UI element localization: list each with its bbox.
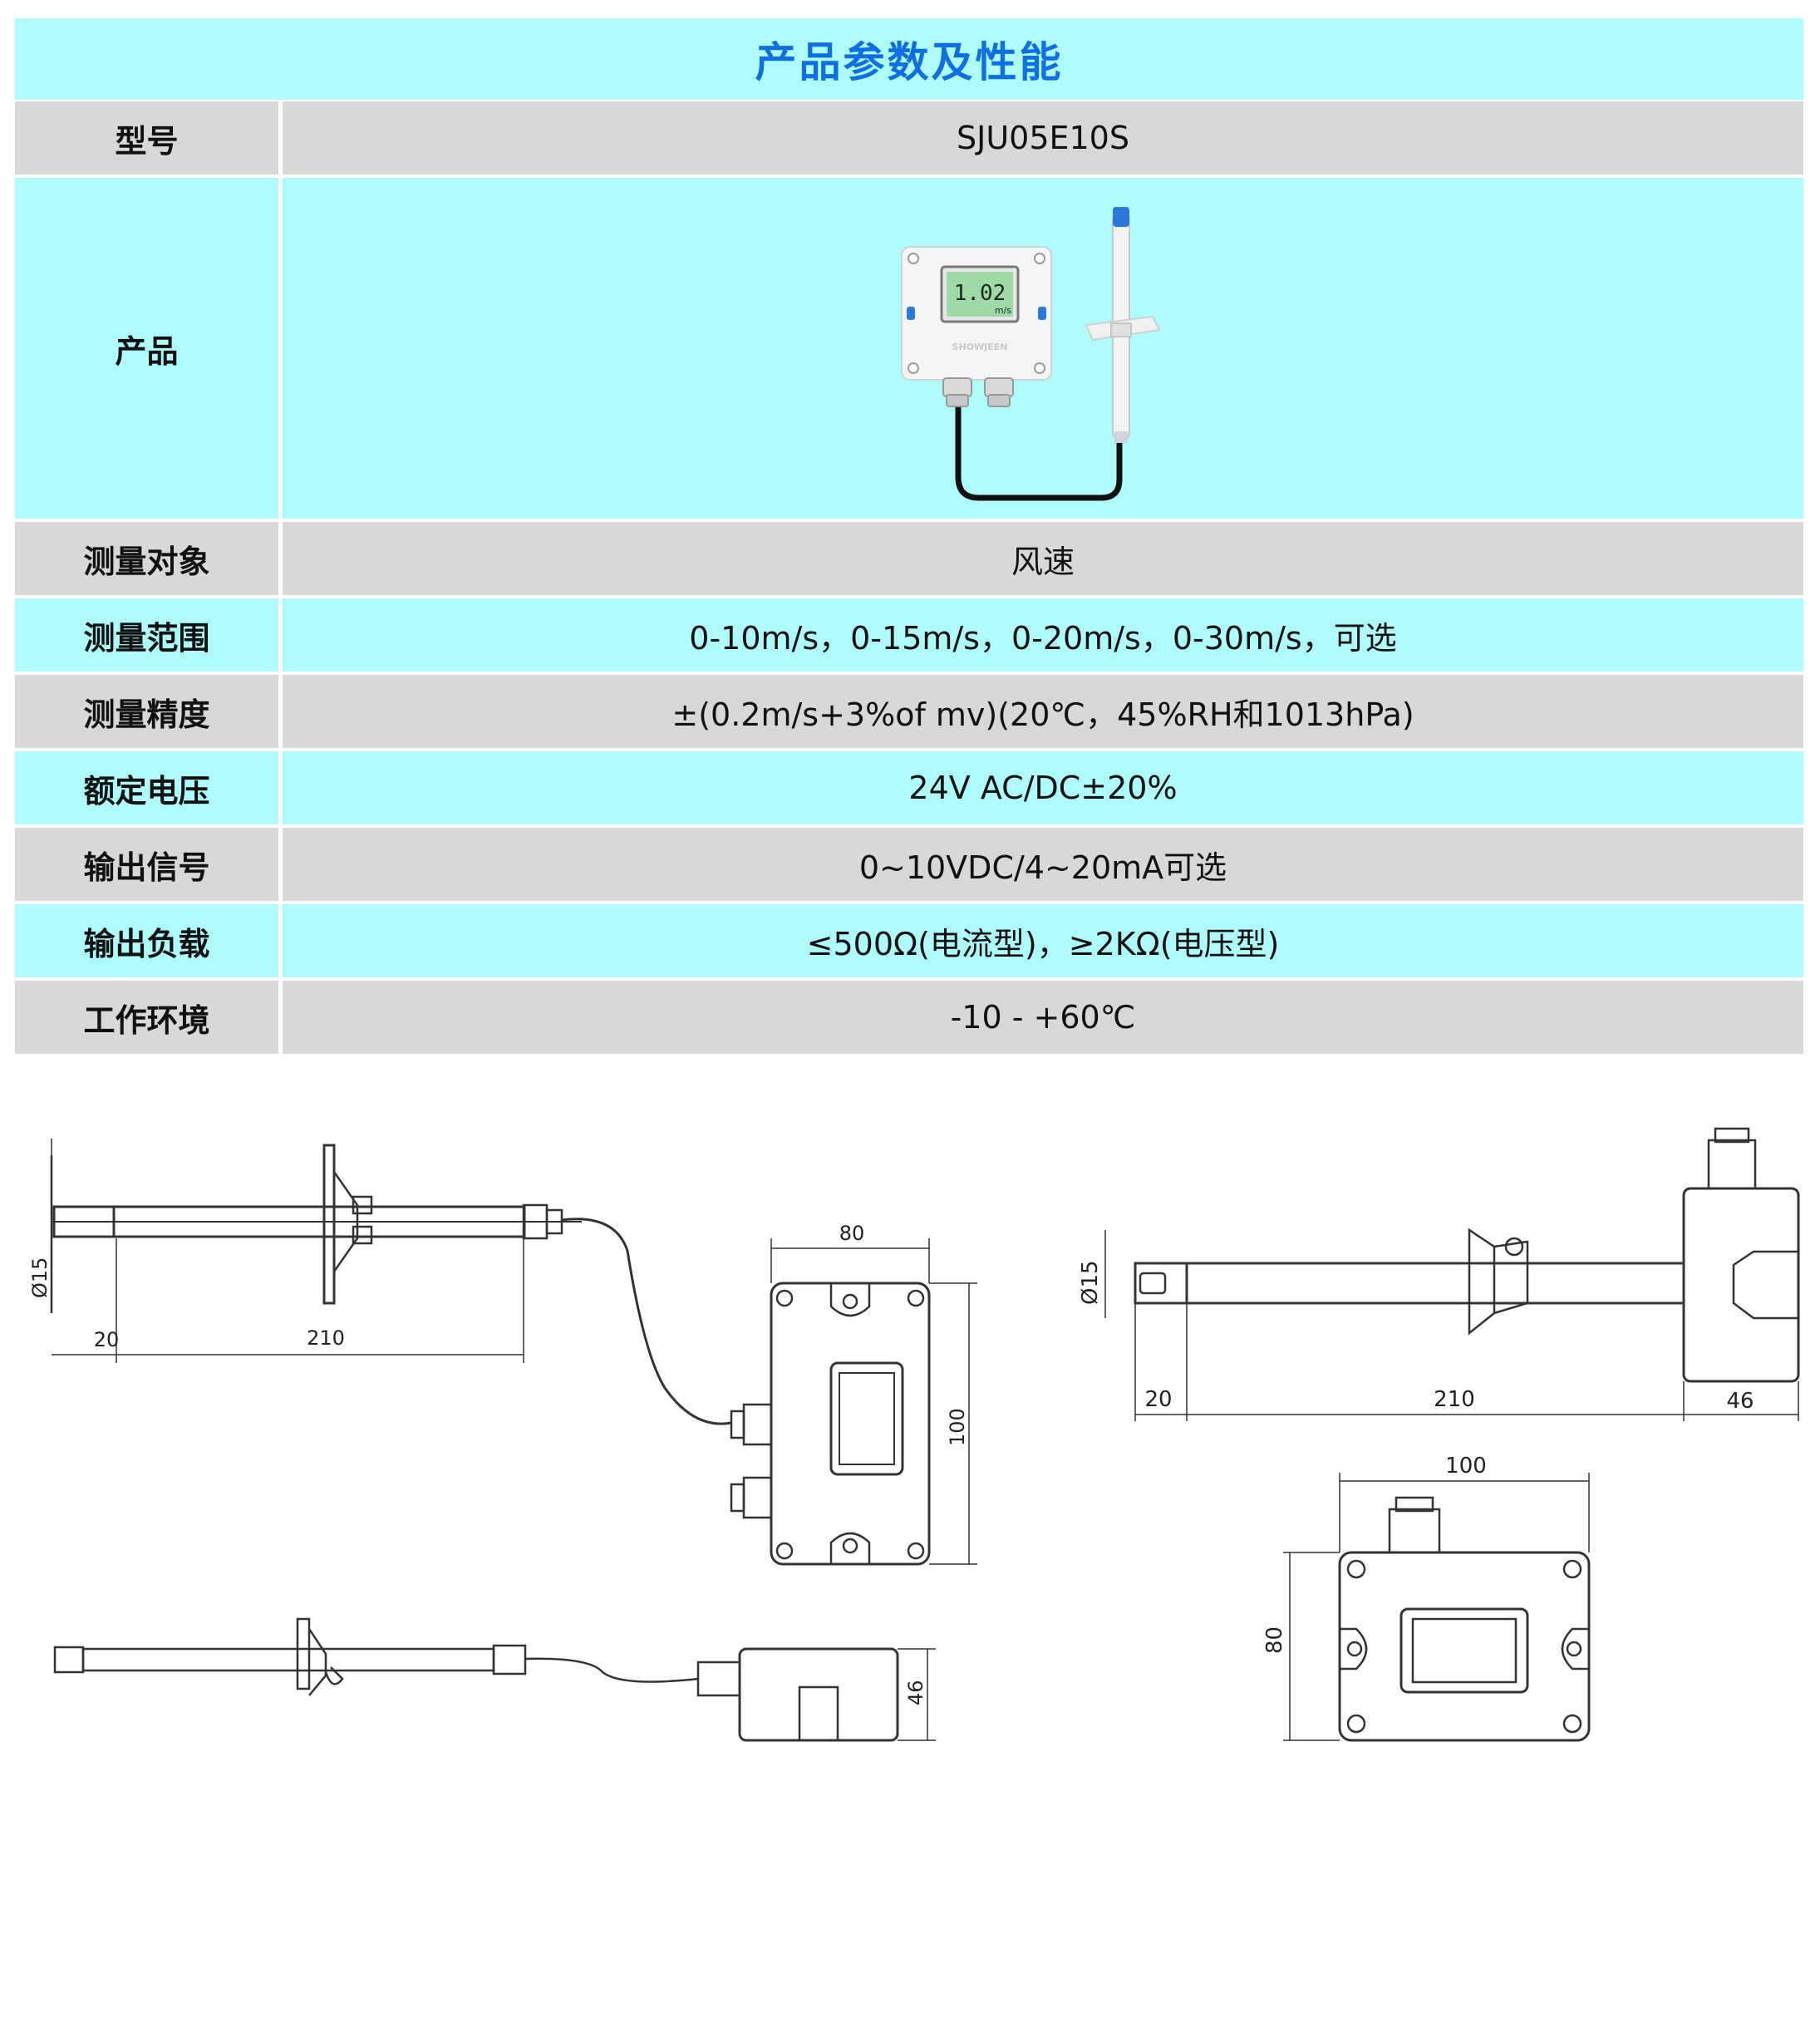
spec-label: 测量对象 [15,522,283,595]
dim-box-depth: 46 [904,1680,927,1705]
spec-row-range: 测量范围 0-10m/s，0-15m/s，0-20m/s，0-30m/s，可选 [15,598,1803,675]
top-view-drawing: 46 [53,1617,936,1742]
right-side-view-drawing: 20 210 46 Ø15 [1078,1127,1800,1421]
spec-row-output-load: 输出负载 ≤500Ω(电流型)，≥2KΩ(电压型) [15,904,1803,981]
spec-value: -10 - +60℃ [950,999,1136,1036]
spec-row-object: 测量对象 风速 [15,522,1803,598]
product-image-cell: 1.02 m/s SHOWJEEN [283,178,1803,519]
dim-box-depth-right: 46 [1726,1389,1754,1414]
spec-row-model: 型号 SJU05E10S [15,101,1803,178]
dim-box-height: 100 [946,1408,969,1446]
spec-row-product: 产品 [15,178,1803,522]
spec-label: 产品 [15,178,283,519]
lcd-reading: 1.02 [954,281,1006,306]
dim-probe-diameter-right: Ø15 [1078,1260,1103,1305]
spec-row-environment: 工作环境 -10 - +60℃ [15,981,1803,1054]
dim-box-height-right: 80 [1262,1626,1287,1654]
spec-label: 额定电压 [15,751,283,824]
spec-label: 测量精度 [15,675,283,748]
dim-box-width: 80 [839,1222,865,1245]
brand-label: SHOWJEEN [952,342,1008,352]
spec-value: SJU05E10S [957,120,1129,156]
spec-label: 输出信号 [15,828,283,901]
dim-probe-length-right: 210 [1434,1387,1475,1412]
spec-label: 测量范围 [15,598,283,672]
product-image: 1.02 m/s SHOWJEEN [901,207,1161,501]
dim-tip-length-right: 20 [1144,1387,1172,1412]
spec-label: 输出负载 [15,904,283,977]
spec-value: 0-10m/s，0-15m/s，0-20m/s，0-30m/s，可选 [689,619,1397,657]
spec-value: ±(0.2m/s+3%of mv)(20℃，45%RH和1013hPa) [671,696,1414,733]
side-view-drawing: 20 210 Ø15 [28,1139,732,1425]
page-title: 产品参数及性能 [755,38,1064,86]
box-front-view-drawing: 80 100 [730,1222,977,1566]
dim-probe-length: 210 [307,1326,345,1350]
spec-table: 型号 SJU05E10S 产品 [15,101,1803,1054]
spec-label: 工作环境 [15,981,283,1054]
spec-value: 0~10VDC/4~20mA可选 [858,849,1227,886]
spec-row-accuracy: 测量精度 ±(0.2m/s+3%of mv)(20℃，45%RH和1013hPa… [15,675,1803,751]
page-title-bar: 产品参数及性能 [15,18,1803,100]
dim-tip-length: 20 [94,1328,120,1351]
lcd-unit: m/s [995,305,1011,316]
spec-value: ≤500Ω(电流型)，≥2KΩ(电压型) [806,925,1280,962]
spec-row-output-signal: 输出信号 0~10VDC/4~20mA可选 [15,828,1803,904]
spec-row-voltage: 额定电压 24V AC/DC±20% [15,751,1803,828]
dimension-drawings: 20 210 Ø15 80 [0,1080,1820,1798]
dim-box-width-right: 100 [1445,1454,1487,1479]
spec-label: 型号 [15,101,283,175]
spec-value: 24V AC/DC±20% [908,770,1178,806]
dim-probe-diameter: Ø15 [28,1257,52,1298]
spec-value: 风速 [1011,543,1075,580]
right-box-front-view-drawing: 100 80 [1262,1454,1591,1742]
